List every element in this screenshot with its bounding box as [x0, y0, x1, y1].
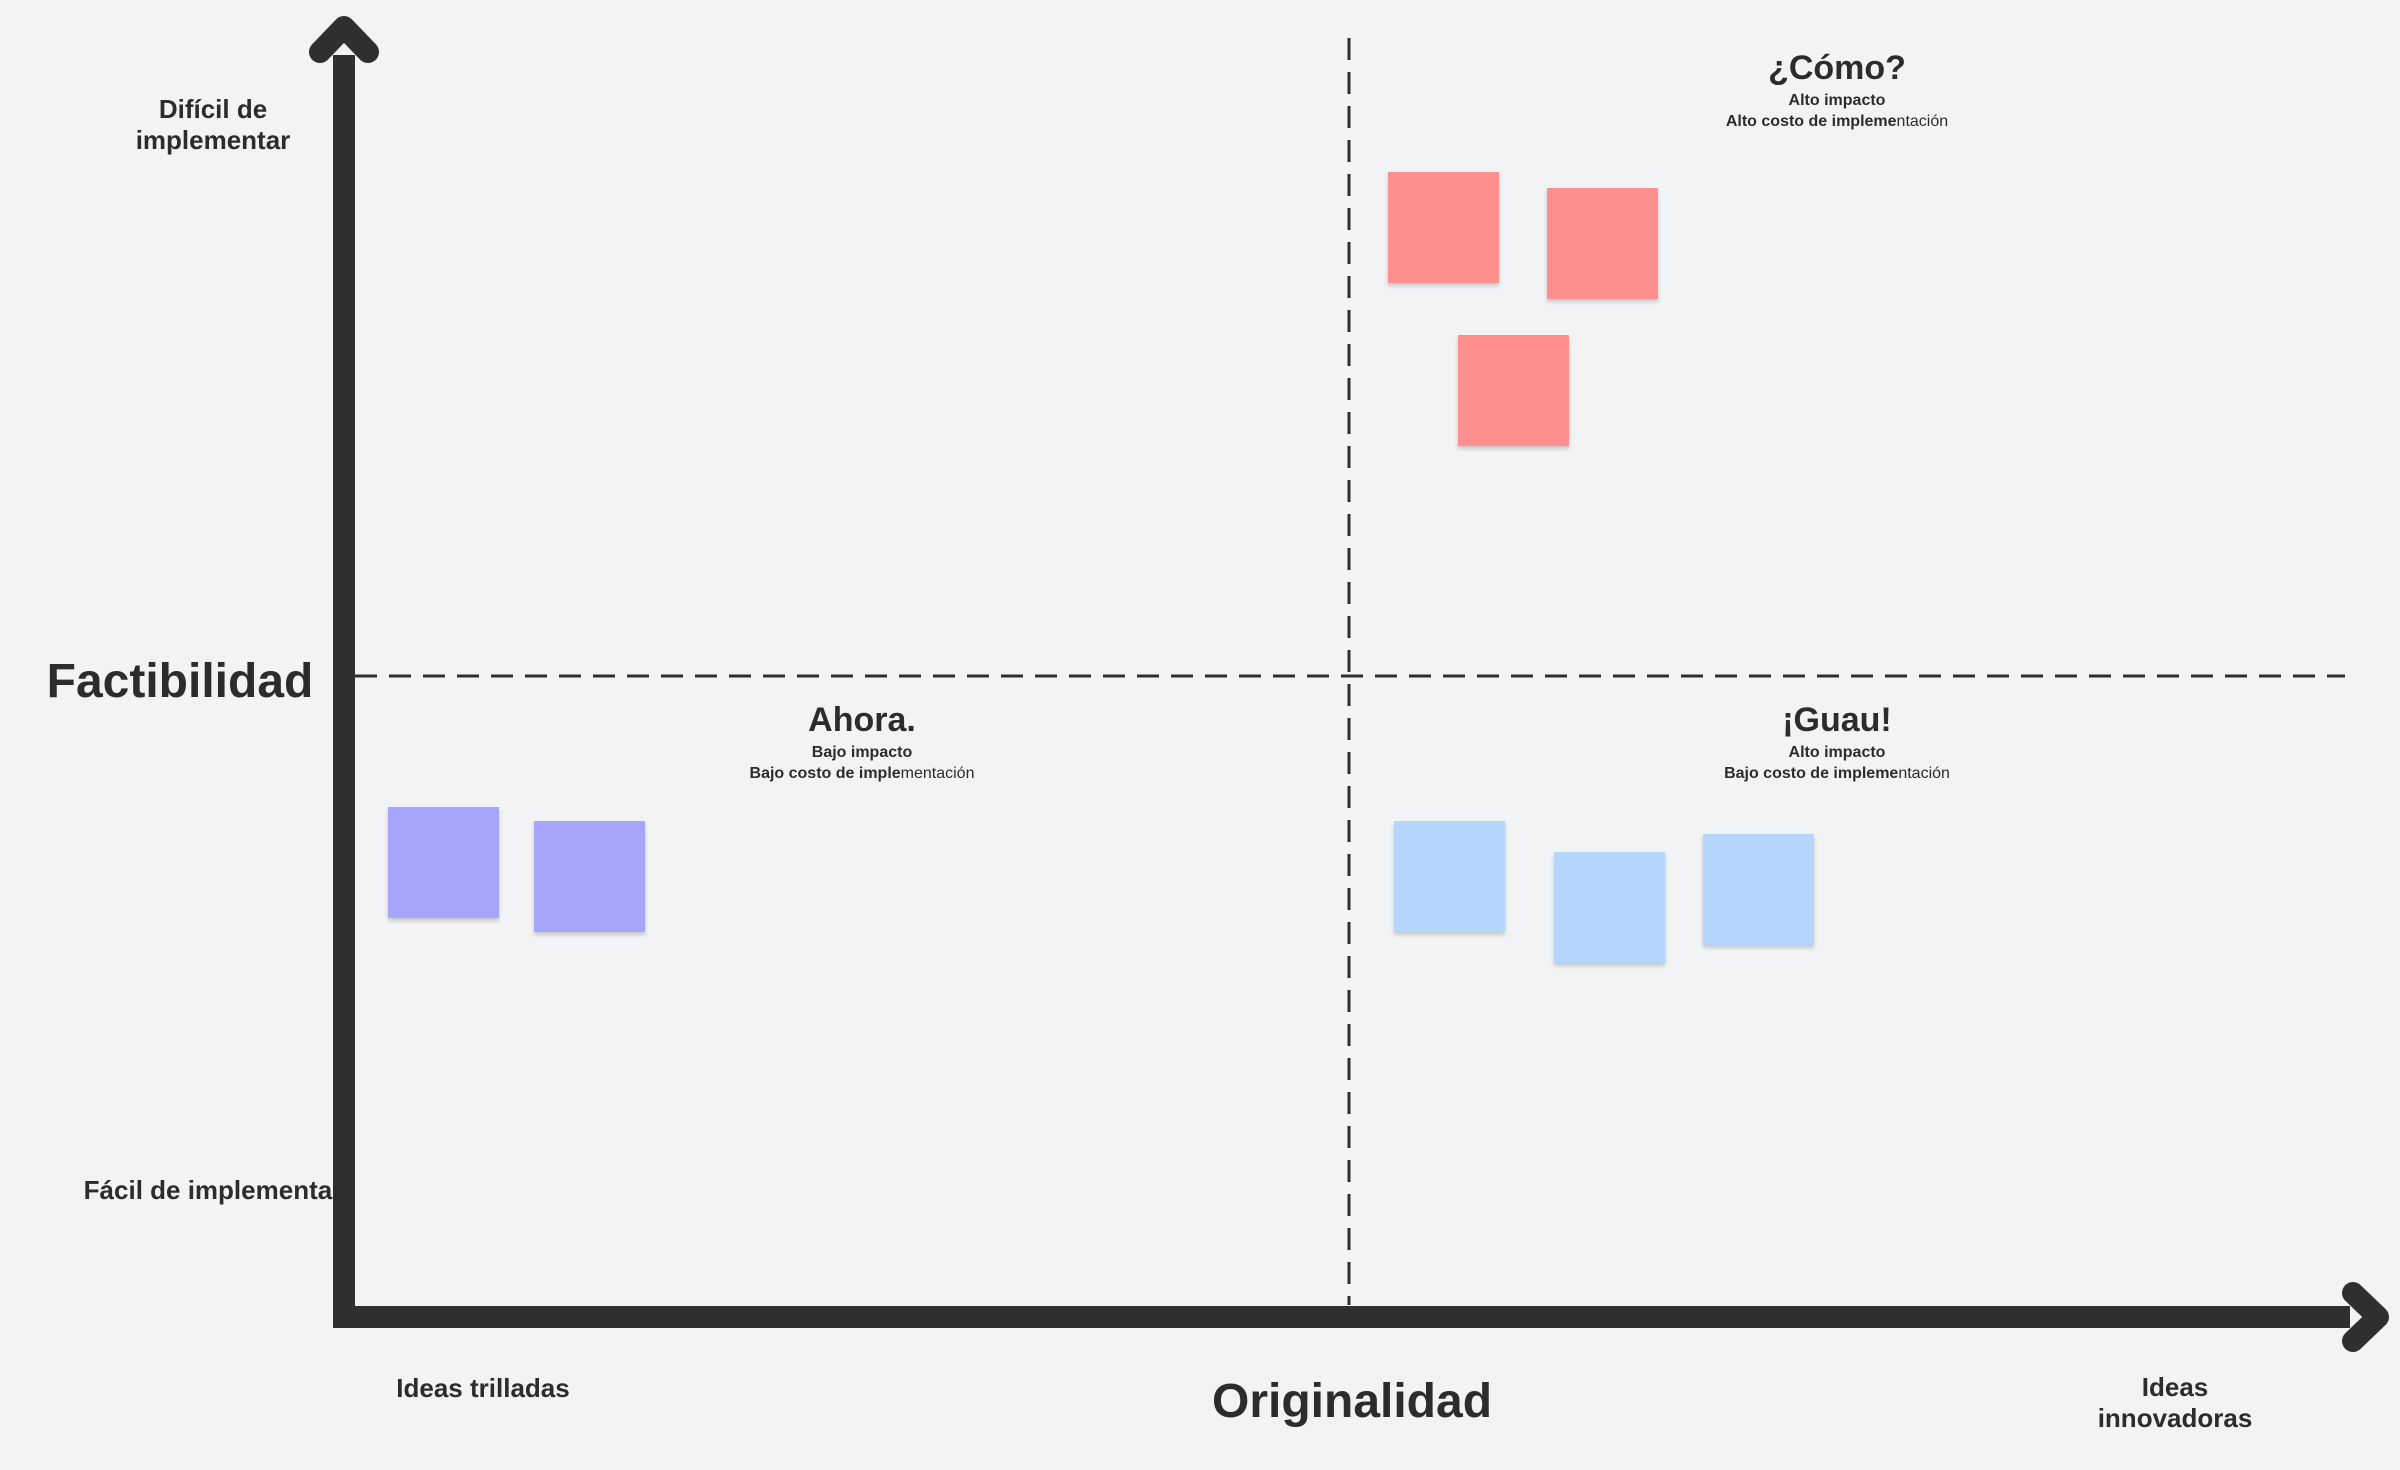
quadrant-como-title: ¿Cómo?: [1768, 49, 1906, 87]
sticky-note-como-1[interactable]: [1388, 172, 1499, 283]
x-axis-title: Originalidad: [1211, 1375, 1493, 1428]
sticky-note-guau-3[interactable]: [1703, 834, 1814, 945]
x-axis-right-label: Ideas innovadoras: [2097, 1372, 2253, 1433]
quadrant-ahora-impact: Bajo impacto: [811, 744, 913, 761]
quadrant-como-cost: Alto costo de implementación: [1725, 113, 1949, 130]
quadrant-como-impact: Alto impacto: [1788, 92, 1886, 109]
quadrant-guau-title: ¡Guau!: [1782, 701, 1892, 739]
x-axis-left-label: Ideas trilladas: [396, 1373, 570, 1403]
y-axis-top-label: Difícil de implementar: [135, 94, 291, 155]
sticky-note-como-3[interactable]: [1458, 335, 1569, 446]
y-axis-title: Factibilidad: [46, 655, 314, 708]
sticky-note-guau-1[interactable]: [1394, 821, 1505, 932]
quadrant-ahora-title: Ahora.: [808, 701, 916, 739]
y-axis-arrow: [309, 16, 379, 63]
sticky-note-ahora-2[interactable]: [534, 821, 645, 932]
sticky-note-como-2[interactable]: [1547, 188, 1658, 299]
quadrant-como-subtitle: Alto impacto Alto costo de implementació…: [1637, 90, 2037, 132]
sticky-note-ahora-1[interactable]: [388, 807, 499, 918]
sticky-note-guau-2[interactable]: [1554, 852, 1665, 963]
x-axis-arrow: [2342, 1282, 2389, 1352]
quadrant-ahora-cost: Bajo costo de implementación: [749, 765, 975, 782]
quadrant-guau-impact: Alto impacto: [1788, 744, 1886, 761]
quadrant-ahora-subtitle: Bajo impacto Bajo costo de implementació…: [662, 742, 1062, 784]
quadrant-guau-cost: Bajo costo de implementación: [1724, 765, 1950, 782]
y-axis-bottom-label: Fácil de implementar: [83, 1175, 343, 1205]
quadrant-guau-subtitle: Alto impacto Bajo costo de implementació…: [1637, 742, 2037, 784]
